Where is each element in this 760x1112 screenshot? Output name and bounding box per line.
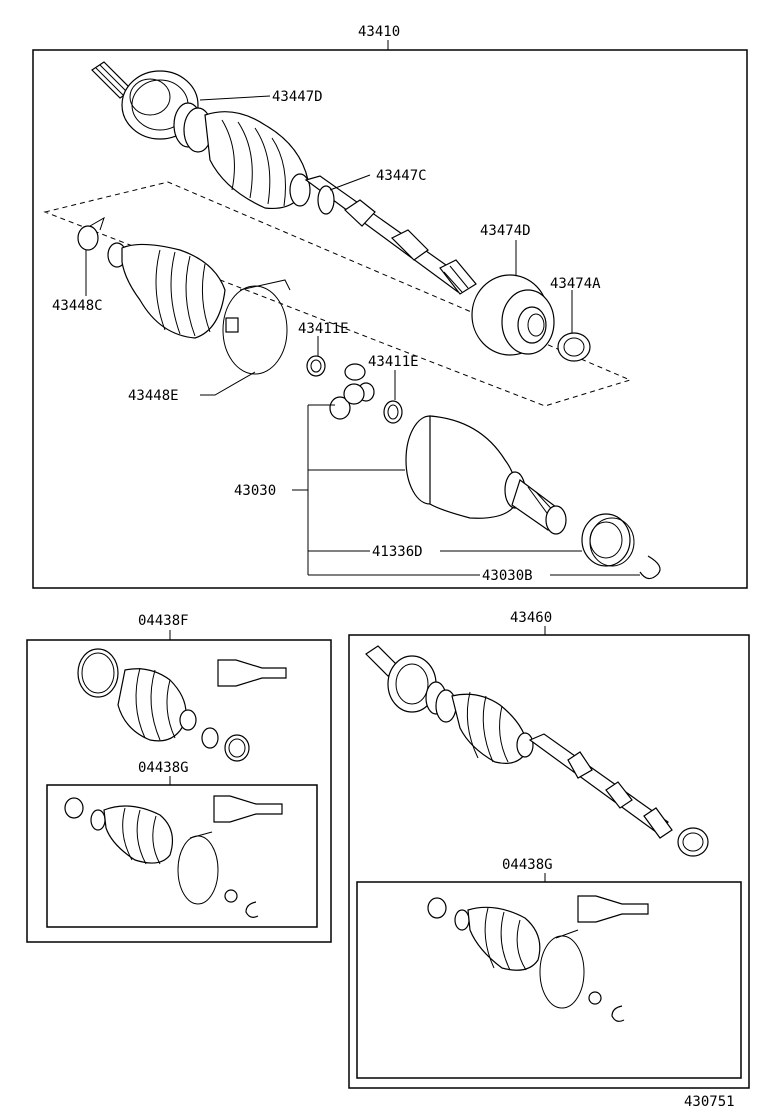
label-43030[interactable]: 43030 xyxy=(234,483,276,499)
snap-ring-43030B[interactable] xyxy=(639,555,661,580)
frame-04438F xyxy=(26,639,332,943)
kit-outline xyxy=(43,181,632,407)
frame-43460 xyxy=(348,634,750,1089)
inner-housing[interactable] xyxy=(471,274,555,356)
diagram-number: 430751 xyxy=(684,1094,735,1110)
label-43447D[interactable]: 43447D xyxy=(272,89,323,105)
snap-ring-1[interactable] xyxy=(306,355,326,377)
label-43474A[interactable]: 43474A xyxy=(550,276,601,292)
label-43410[interactable]: 43410 xyxy=(358,24,400,40)
label-43474D[interactable]: 43474D xyxy=(480,223,531,239)
label-43448E[interactable]: 43448E xyxy=(128,388,179,404)
abs-ring-41336D[interactable] xyxy=(581,513,635,567)
kit-f-parts[interactable] xyxy=(77,648,287,762)
label-43460[interactable]: 43460 xyxy=(510,610,552,626)
drive-shaft-assembly[interactable] xyxy=(91,61,477,295)
label-43030B[interactable]: 43030B xyxy=(482,568,533,584)
tripod-joint[interactable] xyxy=(329,363,375,420)
frame-04438G-left xyxy=(46,784,318,928)
clamp-43448E[interactable] xyxy=(222,279,291,375)
clamp-43448C[interactable] xyxy=(77,216,105,251)
kit-g-right-parts[interactable] xyxy=(427,895,649,1022)
drive-shaft-43460[interactable] xyxy=(365,645,709,857)
ring-43474A[interactable] xyxy=(557,332,591,362)
label-04438F[interactable]: 04438F xyxy=(138,613,189,629)
label-43447C[interactable]: 43447C xyxy=(376,168,427,184)
label-41336D[interactable]: 41336D xyxy=(372,544,423,560)
outboard-joint-43030[interactable] xyxy=(405,415,567,535)
frame-43410 xyxy=(32,49,748,589)
inner-boot[interactable] xyxy=(107,242,226,339)
snap-ring-2[interactable] xyxy=(383,400,403,424)
frame-04438G-right xyxy=(356,881,742,1079)
label-43411E-2[interactable]: 43411E xyxy=(368,354,419,370)
label-04438G-left[interactable]: 04438G xyxy=(138,760,189,776)
label-43448C[interactable]: 43448C xyxy=(52,298,103,314)
kit-g-left-parts[interactable] xyxy=(64,795,283,918)
label-04438G-right[interactable]: 04438G xyxy=(502,857,553,873)
label-43411E-1[interactable]: 43411E xyxy=(298,321,349,337)
